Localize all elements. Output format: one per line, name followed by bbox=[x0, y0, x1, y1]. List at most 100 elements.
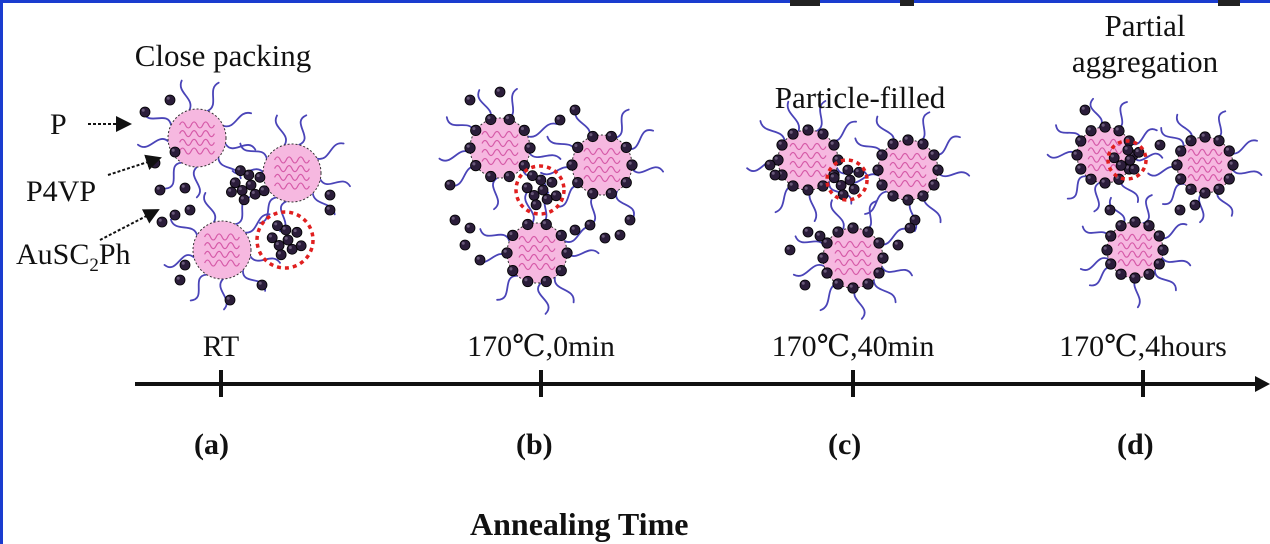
rim-particle-highlight bbox=[1145, 270, 1149, 274]
core-chain bbox=[179, 138, 215, 146]
rim-particle bbox=[1157, 244, 1169, 256]
free-particle-highlight bbox=[461, 241, 465, 245]
rim-particle-highlight bbox=[1201, 189, 1205, 193]
legend-label-ausc2ph-suffix: Ph bbox=[98, 238, 131, 271]
free-particle-highlight bbox=[771, 171, 775, 175]
corona-chain bbox=[189, 273, 208, 302]
cluster-particle bbox=[1128, 163, 1140, 175]
rim-particle-highlight bbox=[1155, 260, 1159, 264]
axis-title: Annealing Time bbox=[470, 506, 689, 542]
rim-particle bbox=[821, 267, 833, 279]
free-particle-highlight bbox=[766, 161, 770, 165]
free-particle bbox=[624, 214, 636, 226]
cluster-particle-highlight bbox=[537, 176, 541, 180]
cluster-particle bbox=[229, 177, 241, 189]
corona-chain bbox=[319, 178, 351, 188]
rim-particle bbox=[802, 184, 814, 196]
rim-particle bbox=[507, 265, 519, 277]
cluster-particle bbox=[245, 179, 257, 191]
rim-particle bbox=[872, 164, 884, 176]
rim-particle bbox=[566, 159, 578, 171]
rim-particle-highlight bbox=[557, 267, 562, 271]
free-particle bbox=[569, 224, 581, 236]
core-chain bbox=[1117, 259, 1153, 267]
rim-particle bbox=[862, 278, 874, 290]
cluster-particle bbox=[249, 188, 261, 200]
rim-particle-highlight bbox=[1225, 147, 1229, 151]
rim-particle bbox=[464, 142, 476, 154]
rim-particle bbox=[902, 194, 914, 206]
rim-particle bbox=[876, 149, 888, 161]
rim-particle-highlight bbox=[904, 136, 908, 140]
free-particle-highlight bbox=[816, 232, 820, 236]
cropped-text-fragment bbox=[900, 0, 914, 6]
rim-particle-highlight bbox=[505, 116, 510, 120]
rim-particle bbox=[518, 124, 530, 136]
corona-chain bbox=[203, 192, 217, 223]
rim-particle-highlight bbox=[509, 231, 513, 236]
rim-particle bbox=[522, 275, 534, 288]
rim-particle-highlight bbox=[568, 161, 572, 165]
rim-particle-highlight bbox=[1215, 185, 1219, 189]
free-particle-highlight bbox=[906, 224, 910, 228]
micelle-core bbox=[1106, 221, 1164, 279]
rim-particle-highlight bbox=[1131, 218, 1135, 222]
free-particle-highlight bbox=[451, 216, 455, 220]
cluster-particle-highlight bbox=[529, 172, 533, 176]
corona-chain bbox=[880, 265, 913, 277]
micelle-core bbox=[1176, 136, 1234, 194]
rim-particle-highlight bbox=[1107, 232, 1111, 236]
free-particle-highlight bbox=[786, 246, 790, 250]
cluster-particle bbox=[842, 164, 854, 176]
rim-particle-highlight bbox=[904, 196, 908, 200]
core-chain bbox=[204, 250, 240, 258]
rim-particle-highlight bbox=[849, 284, 853, 288]
rim-particle-highlight bbox=[1201, 133, 1205, 137]
corona-chain bbox=[872, 278, 897, 304]
rim-particle bbox=[605, 187, 617, 200]
free-particle-highlight bbox=[186, 206, 190, 210]
rim-particle-highlight bbox=[934, 166, 938, 170]
rim-particle bbox=[503, 113, 515, 126]
corona-chain bbox=[1114, 101, 1128, 130]
rim-particle-highlight bbox=[526, 144, 530, 148]
rim-particle bbox=[873, 237, 885, 249]
rim-particle-highlight bbox=[789, 130, 793, 134]
rim-particle bbox=[620, 177, 632, 189]
cluster-particle-highlight bbox=[539, 186, 543, 190]
corona-chain bbox=[1161, 256, 1192, 267]
free-particle bbox=[169, 209, 181, 221]
rim-particle-highlight bbox=[487, 116, 491, 120]
rim-particle bbox=[876, 179, 888, 191]
arrow-ausc2ph bbox=[99, 209, 160, 241]
free-particle-highlight bbox=[911, 216, 915, 220]
cluster-particle bbox=[275, 249, 287, 261]
rim-particle bbox=[1075, 163, 1087, 175]
corona-chain bbox=[830, 120, 857, 143]
cluster-particle-highlight bbox=[274, 222, 278, 226]
corona-chain bbox=[192, 166, 201, 199]
core-chain bbox=[1117, 233, 1153, 241]
corona-chain bbox=[526, 122, 558, 138]
rim-particle bbox=[572, 141, 584, 153]
free-particle bbox=[769, 169, 781, 181]
corona-chain bbox=[222, 111, 252, 128]
rim-particle-highlight bbox=[1101, 179, 1105, 183]
free-particle-highlight bbox=[326, 206, 330, 210]
rim-particle bbox=[1199, 187, 1211, 199]
free-particle-highlight bbox=[326, 191, 330, 195]
rim-particle-highlight bbox=[834, 280, 838, 284]
free-particle-highlight bbox=[226, 296, 230, 300]
core-chain bbox=[481, 157, 519, 166]
rim-particle-highlight bbox=[472, 162, 476, 166]
core-chain bbox=[1187, 157, 1223, 165]
rim-particle-highlight bbox=[878, 181, 882, 185]
corona-chain bbox=[1231, 169, 1263, 176]
cluster-particle bbox=[1122, 144, 1134, 156]
rim-particle-highlight bbox=[849, 224, 853, 228]
micelle-b1 bbox=[438, 88, 562, 211]
corona-chain bbox=[1214, 110, 1227, 140]
panel-label-d: (d) bbox=[1117, 428, 1154, 461]
micelle-core bbox=[777, 129, 839, 191]
cluster-d bbox=[1106, 139, 1148, 181]
